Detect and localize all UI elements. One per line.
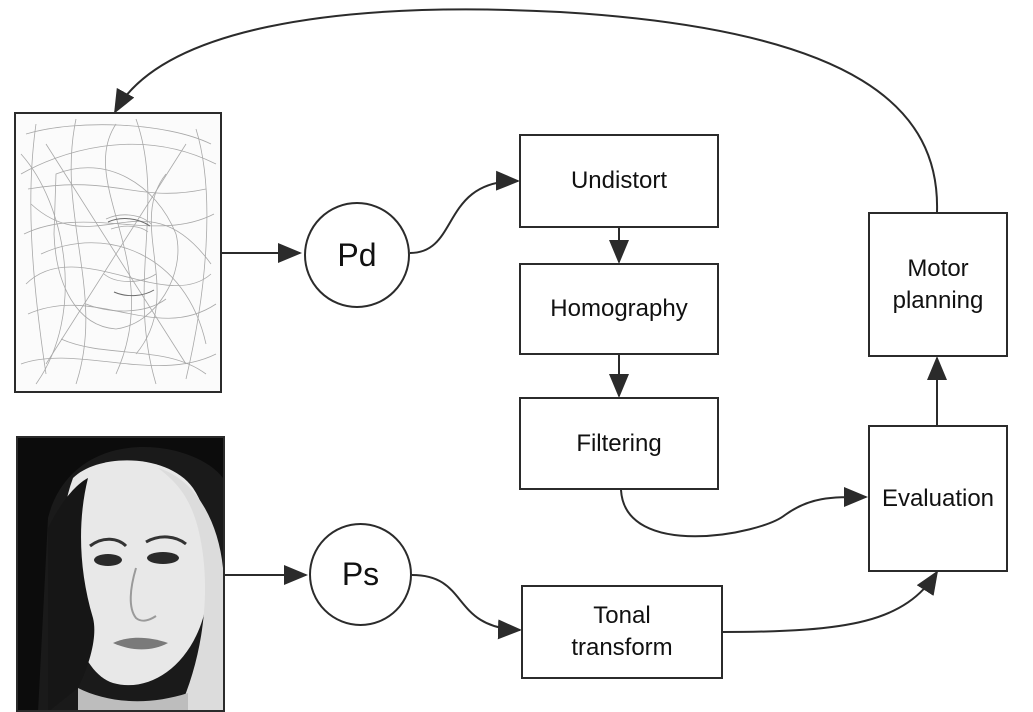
arrow-tonal-to-evaluation xyxy=(721,570,939,633)
motor-planning-label-line1: Motor xyxy=(907,254,969,282)
tonal-transform-box: Tonal transform xyxy=(521,585,723,679)
filtering-box: Filtering xyxy=(519,397,719,490)
homography-label: Homography xyxy=(550,295,688,322)
portrait-image xyxy=(16,436,225,712)
evaluation-label: Evaluation xyxy=(881,484,995,512)
tonal-transform-label-line1: Tonal xyxy=(593,602,651,629)
tonal-transform-label-line2: transform xyxy=(571,634,673,661)
motor-planning-label-line2: planning xyxy=(892,286,984,314)
undistort-label: Undistort xyxy=(570,167,668,194)
arrow-ps-to-tonal xyxy=(411,574,522,640)
ps-label: Ps xyxy=(341,556,380,592)
arrow-motor-to-drawing xyxy=(114,8,939,213)
pd-label: Pd xyxy=(337,236,377,273)
homography-box: Homography xyxy=(519,263,719,355)
arrow-filtering-to-evaluation xyxy=(620,487,868,538)
ps-node: Ps xyxy=(309,523,412,626)
evaluation-box: Evaluation xyxy=(868,425,1008,572)
portrait-photo-image xyxy=(18,438,223,710)
motor-planning-box: Motor planning xyxy=(868,212,1008,357)
filtering-label: Filtering xyxy=(576,429,662,457)
sketch-drawing-image xyxy=(16,114,220,391)
pd-node: Pd xyxy=(304,202,410,308)
arrow-pd-to-undistort xyxy=(409,170,520,254)
undistort-box: Undistort xyxy=(519,134,719,228)
drawing-image xyxy=(14,112,222,393)
